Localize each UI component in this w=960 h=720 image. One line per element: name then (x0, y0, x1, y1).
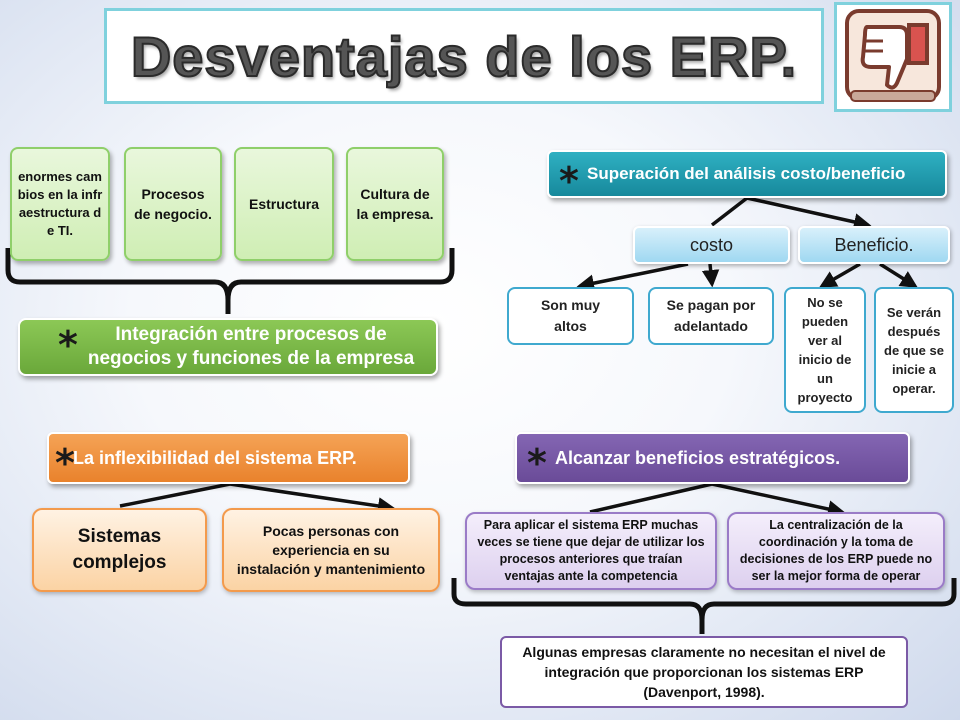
inflexibility-item: Pocas personas con experiencia en su ins… (222, 508, 440, 592)
strategic-conclusion-label: Algunas empresas claramente no necesitan… (522, 644, 886, 700)
inflexibility-item-label: Sistemas complejos (72, 526, 167, 573)
thumbs-down-icon (845, 9, 941, 102)
costo-label: costo (689, 234, 734, 255)
strategic-item: Para aplicar el sistema ERP muchas veces… (465, 512, 717, 590)
integration-box-estructura: Estructura (234, 147, 334, 261)
integration-box-cultura: Cultura de la empresa. (346, 147, 444, 261)
page-title: Desventajas de los ERP. (130, 24, 798, 89)
beneficio-item: Se verán después de que se inicie a oper… (874, 287, 954, 413)
costo-arrow-left (576, 262, 689, 292)
inflexibility-header: * La inflexibilidad del sistema ERP. (47, 432, 410, 484)
thumbs-down-logo (834, 2, 952, 112)
beneficio-item-label: Se verán después de que se inicie a oper… (884, 304, 944, 396)
strategic-brace (451, 578, 957, 634)
cost-benefit-header-label: Superación del análisis costo/beneficio (587, 164, 906, 183)
costo-item: Se pagan por adelantado (648, 287, 774, 345)
beneficio-item: No se pueden ver al inicio de un proyect… (784, 287, 866, 413)
strategic-item-label: Para aplicar el sistema ERP muchas veces… (477, 518, 705, 583)
costo-box: costo (633, 226, 790, 264)
costo-item: Son muy altos (507, 287, 634, 345)
costo-item-label: Son muy altos (540, 297, 601, 334)
cost-benefit-header: * Superación del análisis costo/benefici… (547, 150, 947, 203)
cost-benefit-split (710, 196, 868, 225)
beneficio-label: Beneficio. (834, 234, 914, 255)
beneficio-arrow-right (879, 262, 918, 288)
costo-item-label: Se pagan por adelantado (666, 297, 756, 334)
beneficio-item-label: No se pueden ver al inicio de un proyect… (797, 295, 853, 405)
bullet-asterisk: * (58, 323, 78, 367)
strategic-item-label: La centralización de la coordinación y l… (739, 518, 933, 583)
inflexibility-item: Sistemas complejos (32, 508, 207, 592)
integration-box-label: Cultura de la empresa. (356, 186, 434, 222)
inflexibility-header-label: La inflexibilidad del sistema ERP. (73, 447, 357, 468)
integration-box-procesos: Procesos de negocio. (124, 147, 222, 261)
strategic-conclusion: Algunas empresas claramente no necesitan… (500, 636, 908, 708)
beneficio-box: Beneficio. (798, 226, 950, 264)
strategic-header-label: Alcanzar beneficios estratégicos. (555, 447, 841, 468)
strategic-split (589, 482, 842, 512)
integration-box-infraestructura: enormes cambios en la infraestructura de… (10, 147, 110, 261)
costo-arrow-right (701, 263, 720, 288)
integration-brace (5, 248, 455, 314)
inflexibility-split (119, 482, 392, 508)
inflexibility-item-label: Pocas personas con experiencia en su ins… (236, 522, 426, 577)
strategic-item: La centralización de la coordinación y l… (727, 512, 945, 590)
integration-header-label: Integración entre procesos de negocios y… (87, 324, 415, 369)
integration-box-label: Procesos de negocio. (134, 186, 212, 222)
bullet-asterisk: * (527, 441, 547, 485)
strategic-header: * Alcanzar beneficios estratégicos. (515, 432, 910, 484)
beneficio-arrow-left (818, 262, 861, 288)
title-frame: Desventajas de los ERP. (104, 8, 824, 104)
integration-box-label: enormes cambios en la infraestructura de… (17, 169, 103, 238)
integration-header: * Integración entre procesos de negocios… (18, 318, 438, 376)
integration-box-label: Estructura (248, 196, 320, 212)
bullet-asterisk: * (55, 441, 75, 485)
bullet-asterisk: * (559, 159, 579, 203)
